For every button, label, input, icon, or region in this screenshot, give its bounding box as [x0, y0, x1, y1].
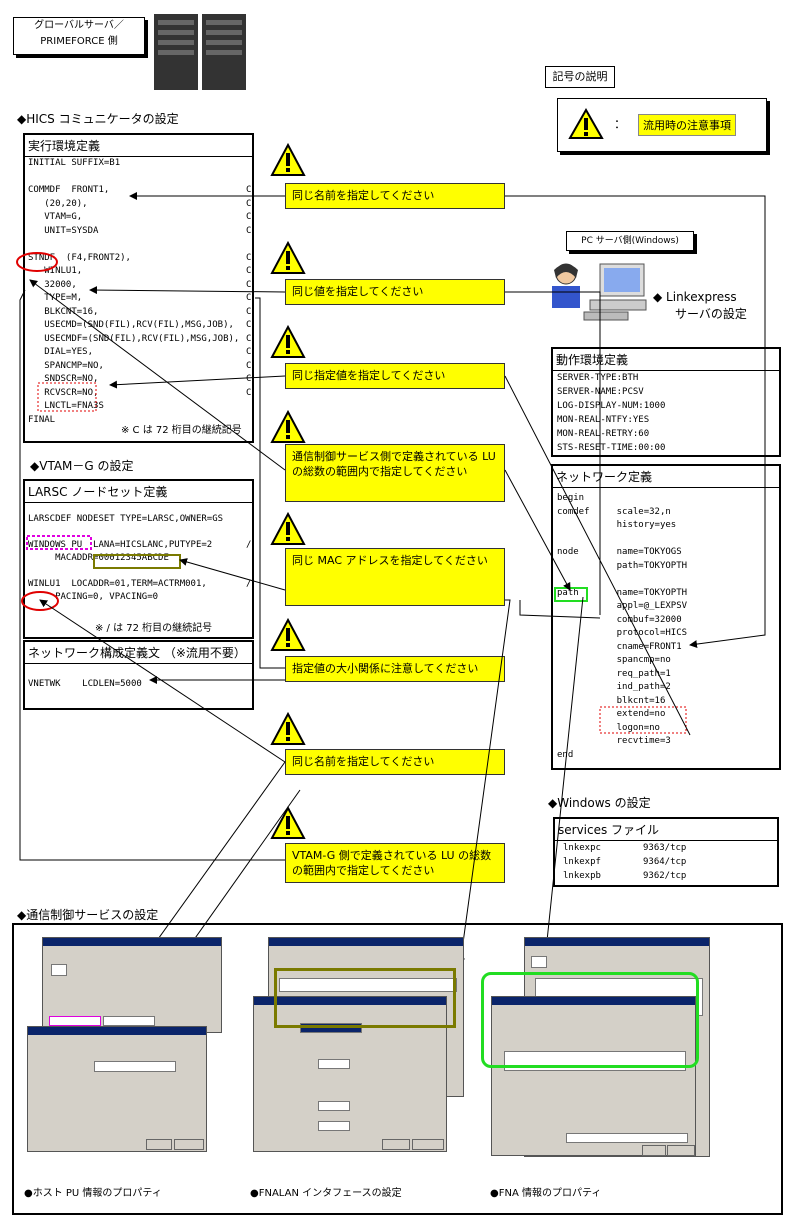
- fna-dialog-front: [491, 996, 696, 1156]
- mainframe-server-icon: [154, 14, 246, 90]
- service-port: 9362/tcp: [643, 871, 687, 881]
- note-same-value: 同じ値を指定してください: [285, 279, 505, 305]
- exec-env-title: 実行環境定義: [25, 135, 252, 157]
- legend-box: ： 流用時の注意事項: [557, 98, 767, 152]
- warning-icon: [270, 711, 306, 745]
- warning-icon: [270, 617, 306, 651]
- code-line: VTAM=G,C: [28, 211, 251, 225]
- warning-icon: [270, 511, 306, 545]
- code-line: COMMDF FRONT1,C: [28, 184, 251, 198]
- service-port: 9364/tcp: [643, 857, 687, 867]
- note-same-setting: 同じ指定値を指定してください: [285, 363, 505, 389]
- code-line: INITIAL SUFFIX=B1: [28, 158, 121, 168]
- legend-title: 記号の説明: [545, 66, 615, 88]
- continuation-mark: C: [246, 266, 252, 276]
- continuation-mark: C: [246, 212, 252, 222]
- continuation-mark: C: [246, 252, 252, 263]
- host-pu-dialog-back: [42, 937, 222, 1033]
- note-lu-range-comm: 通信制御サービス側で定義されている LU の総数の範囲内で指定してください: [285, 444, 505, 502]
- fnalan-highlight: [274, 968, 456, 1028]
- note-same-mac: 同じ MAC アドレスを指定してください: [285, 548, 505, 606]
- fnalan-dialog-front: [253, 996, 447, 1152]
- hics-title: ◆HICS コミュニケータの設定: [17, 112, 179, 126]
- code-line: WINLU1,C: [28, 265, 251, 279]
- continuation-mark: C: [246, 198, 252, 209]
- code-line: recvtime=3: [557, 736, 671, 746]
- legend-colon: ：: [614, 117, 627, 131]
- legend-caution: 流用時の注意事項: [638, 114, 736, 136]
- warning-icon: [568, 108, 604, 139]
- warning-icon: [270, 409, 306, 443]
- caption-host-pu: ●ホスト PU 情報のプロパティ: [24, 1188, 162, 1199]
- warning-icon: [270, 142, 306, 176]
- global-server-line1: グローバルサーバ／: [34, 20, 124, 31]
- note-same-name-1: 同じ名前を指定してください: [285, 183, 505, 209]
- comm-frame: [12, 923, 783, 1215]
- caption-fnalan: ●FNALAN インタフェースの設定: [250, 1188, 402, 1199]
- continuation-mark: C: [246, 185, 252, 195]
- fna-highlight: [481, 972, 699, 1068]
- caption-fna: ●FNA 情報のプロパティ: [490, 1188, 602, 1199]
- global-server-label: グローバルサーバ／ PRIMEFORCE 側: [13, 17, 145, 55]
- global-server-line2: PRIMEFORCE 側: [40, 36, 118, 47]
- code-line: (20,20),C: [28, 198, 251, 212]
- warning-icon: [270, 805, 306, 839]
- warning-icon: [270, 240, 306, 274]
- service-port: 9363/tcp: [643, 843, 687, 853]
- continuation-mark: C: [246, 225, 252, 236]
- warning-icon: [270, 324, 306, 358]
- host-pu-dialog-front: [27, 1026, 207, 1152]
